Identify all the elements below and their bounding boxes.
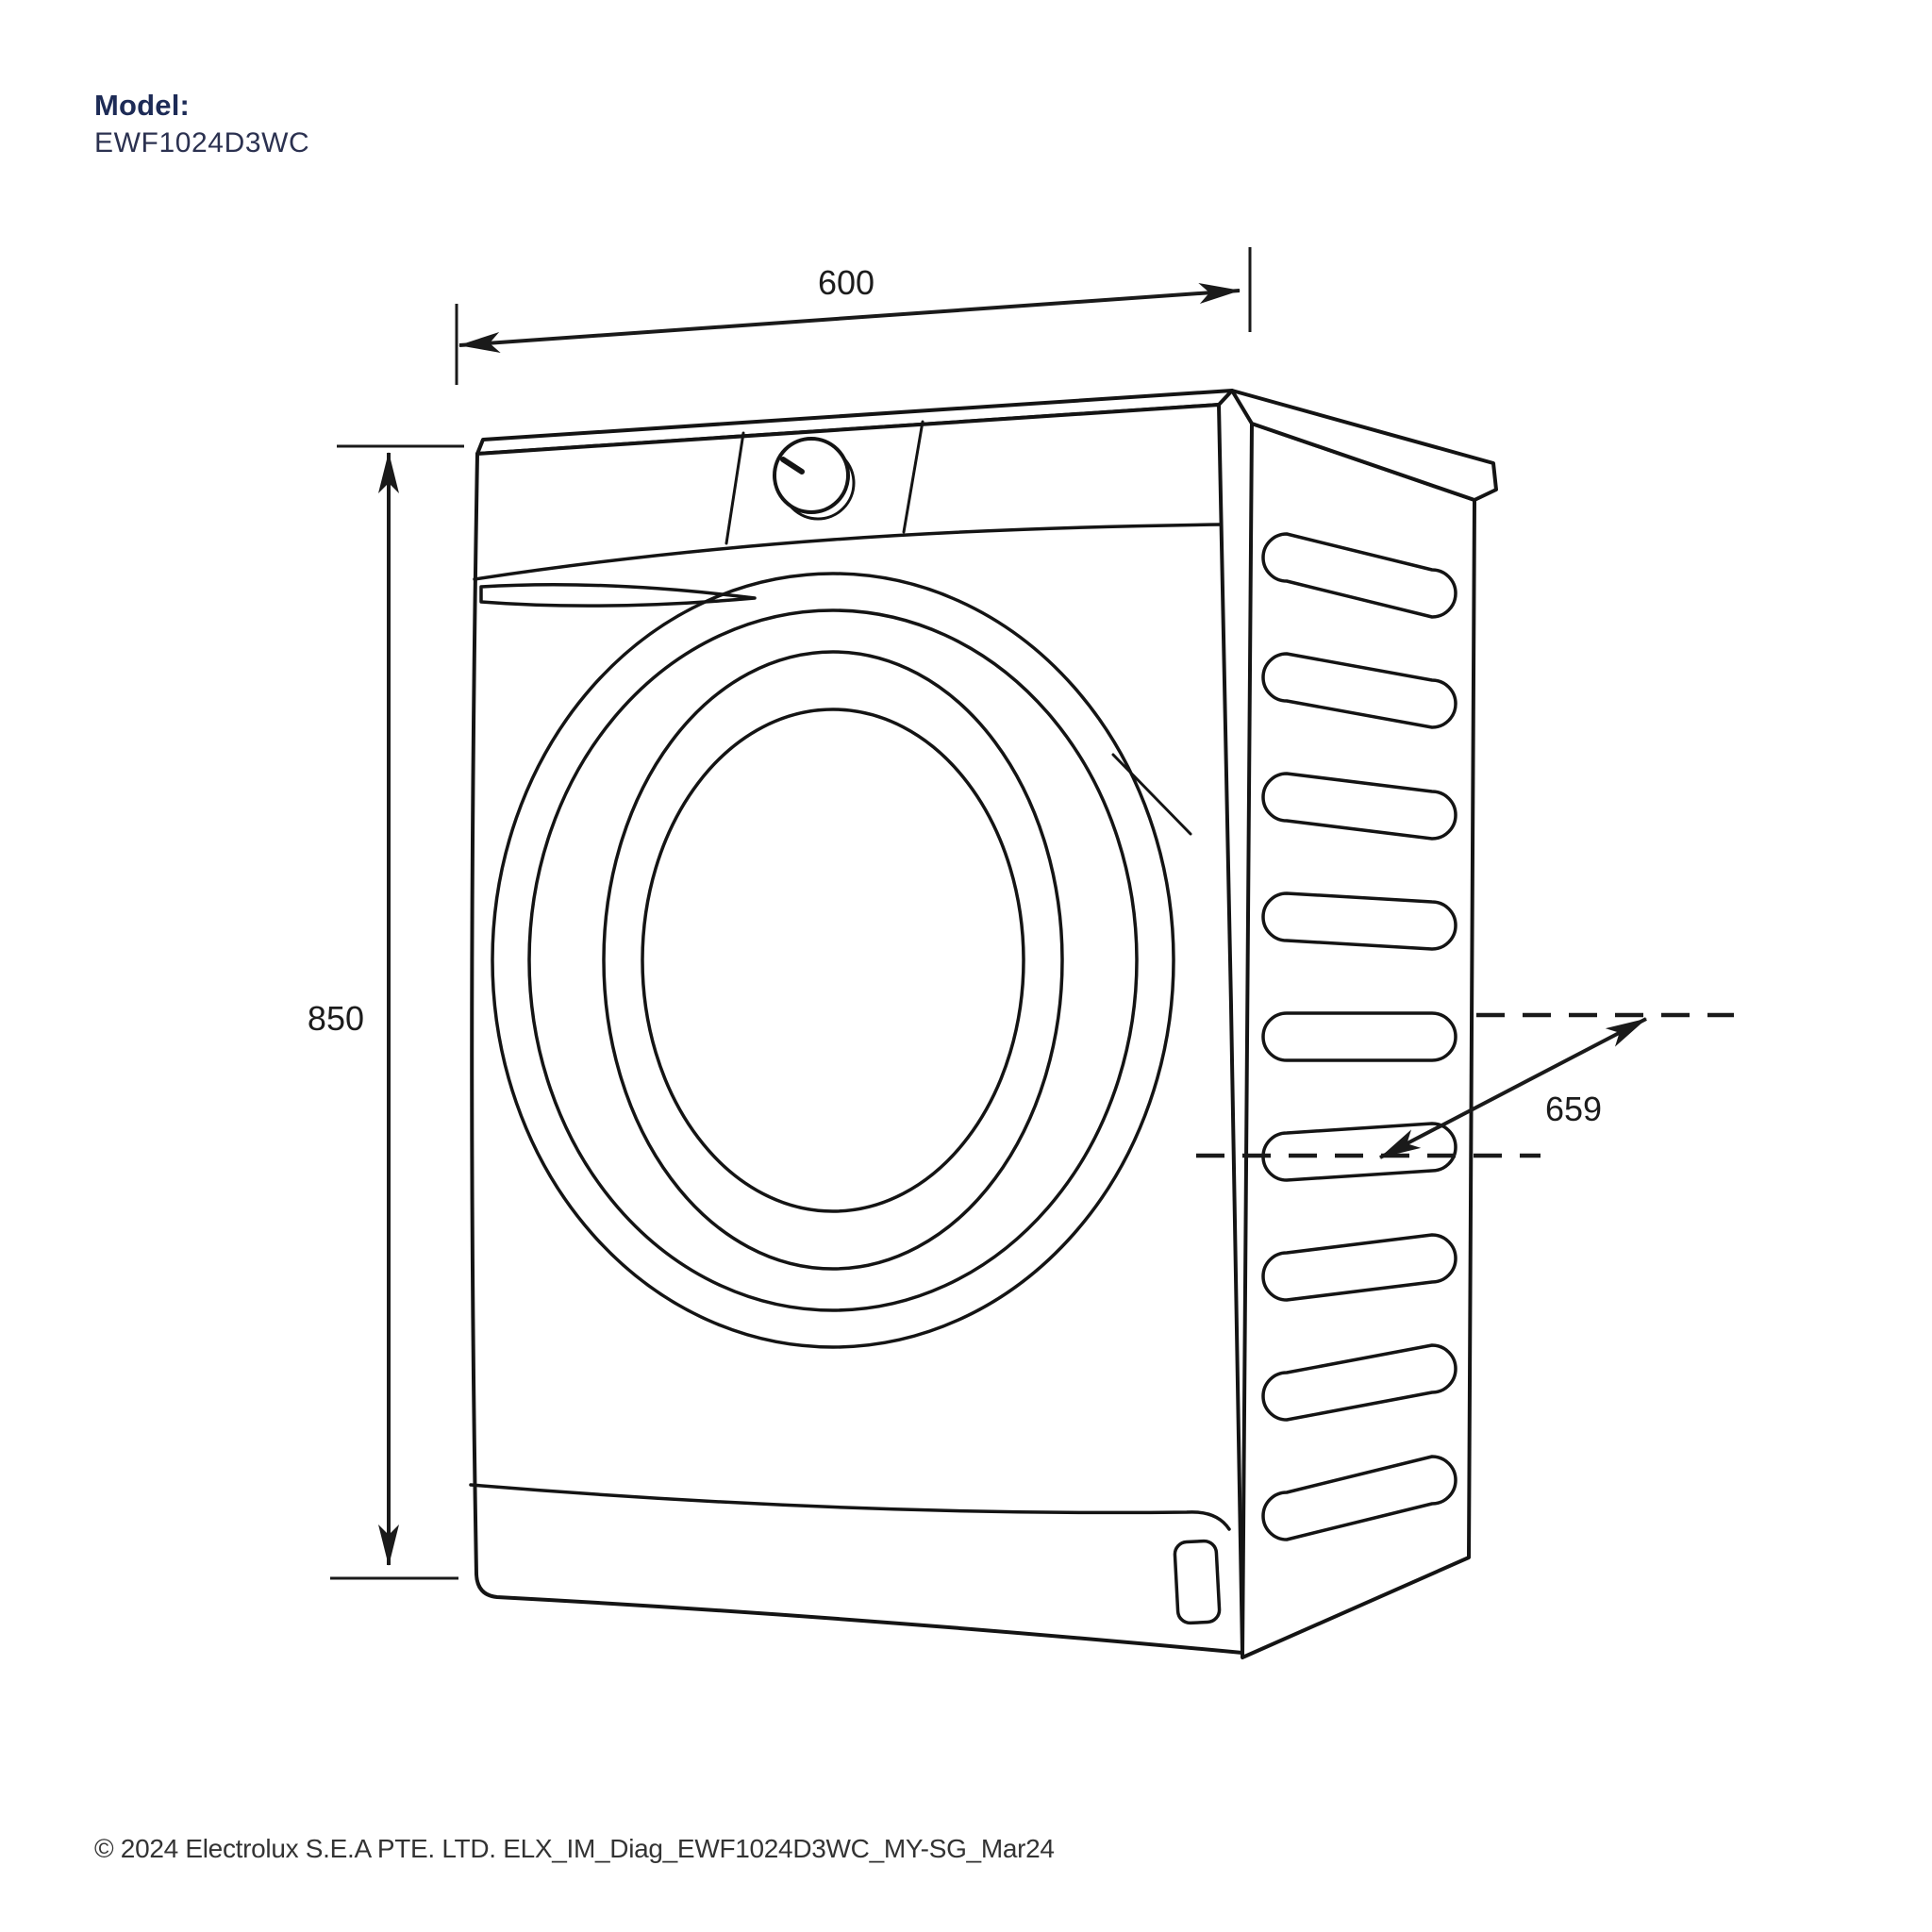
- washing-machine-illustration: [469, 389, 1498, 1659]
- rear-top-lip: [1230, 389, 1498, 502]
- depth-dimension: 659: [1196, 1012, 1734, 1159]
- height-dimension-label: 850: [308, 999, 364, 1038]
- model-block: Model: EWF1024D3WC: [94, 89, 309, 160]
- knob-pointer: [780, 457, 805, 475]
- side-vent-slots: [1261, 532, 1457, 1541]
- machine-door: [491, 572, 1192, 1349]
- door-bezel-fold: [1111, 753, 1192, 836]
- control-panel-divider-right: [902, 420, 924, 534]
- width-dimension-arrow: [458, 283, 1241, 353]
- control-knob: [773, 437, 856, 521]
- depth-dimension-label: 659: [1545, 1090, 1602, 1128]
- model-number: EWF1024D3WC: [94, 126, 310, 158]
- width-dimension-label: 600: [818, 263, 874, 302]
- height-dimension: 850: [308, 444, 464, 1580]
- control-panel-divider-left: [724, 431, 745, 545]
- model-label: Model:: [94, 89, 191, 122]
- detergent-drawer: [479, 582, 757, 608]
- depth-dimension-arrow: [1379, 1017, 1647, 1159]
- drain-filter-door: [1173, 1539, 1222, 1625]
- copyright-text: © 2024 Electrolux S.E.A PTE. LTD. ELX_IM…: [94, 1834, 1055, 1863]
- width-dimension: 600: [455, 247, 1252, 385]
- kick-plate-seam: [469, 1483, 1231, 1531]
- control-panel-seam: [473, 523, 1223, 581]
